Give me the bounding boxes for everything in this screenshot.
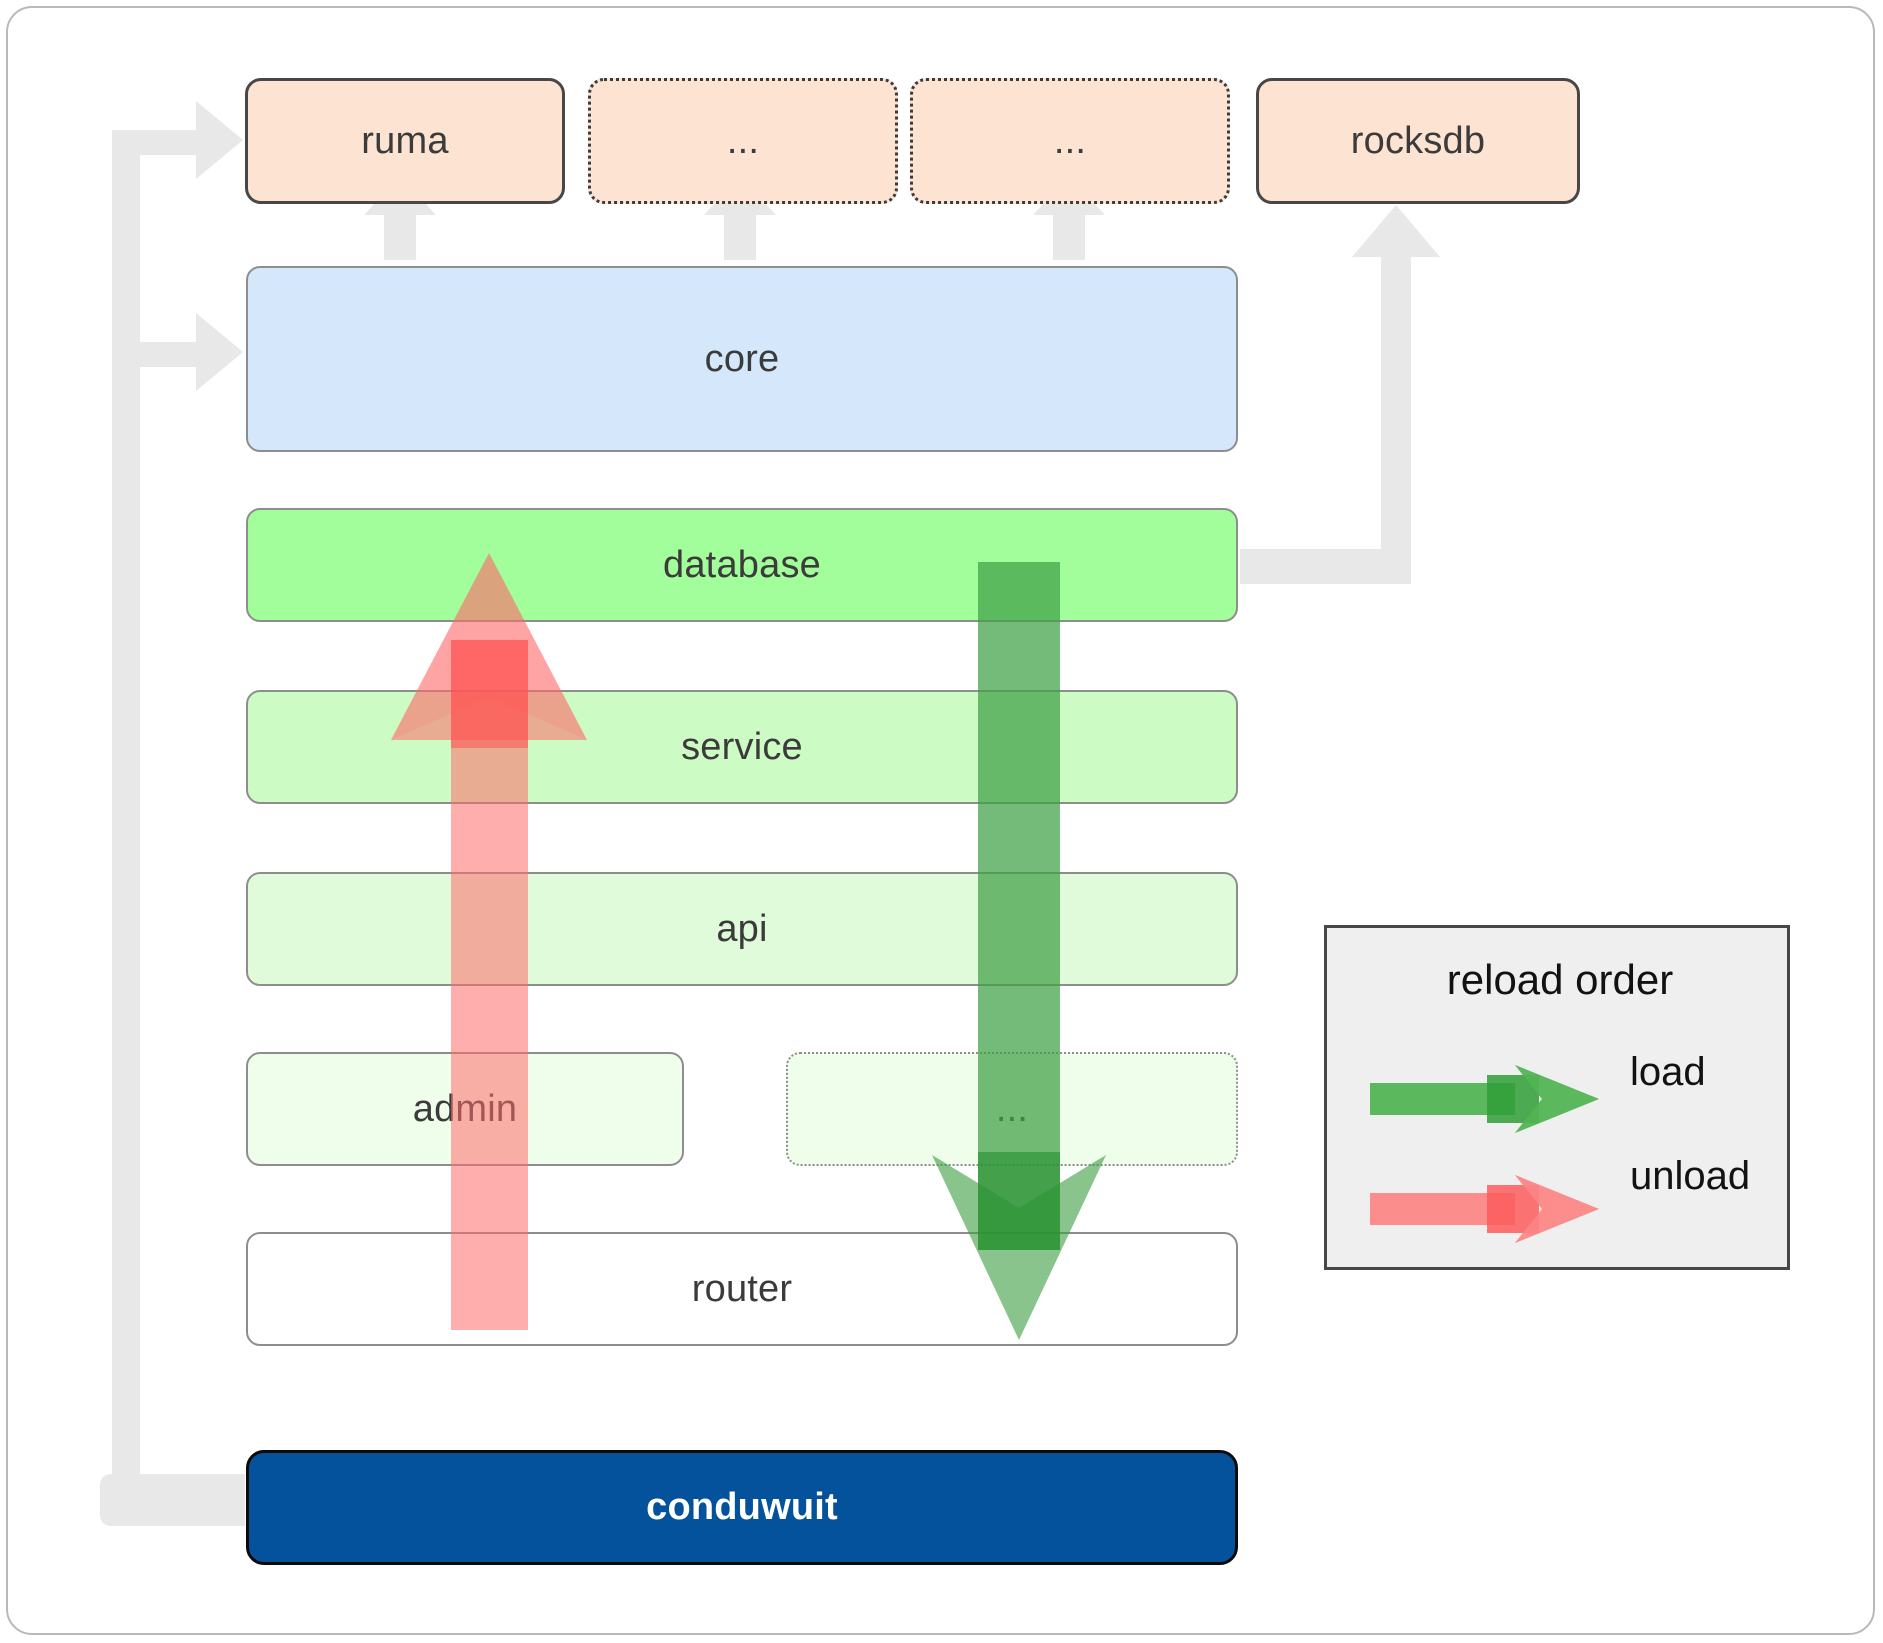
- legend-label-load: load: [1630, 1050, 1706, 1094]
- diagram-frame: [6, 6, 1875, 1635]
- layer-box-database[interactable]: database: [246, 508, 1238, 622]
- layer-label-core: core: [704, 337, 780, 380]
- dependency-label-ruma: ruma: [361, 119, 449, 162]
- dependency-label-ellipsis-1: ...: [726, 119, 760, 162]
- dependency-box-ellipsis-2[interactable]: ...: [910, 78, 1230, 204]
- layer-label-ellipsis: ...: [995, 1087, 1029, 1130]
- layer-box-api[interactable]: api: [246, 872, 1238, 986]
- legend-title: reload order: [1446, 956, 1674, 1003]
- legend-arrow-icons: [1370, 1065, 1599, 1243]
- legend-unload-icon: [1370, 1175, 1599, 1243]
- layer-label-service: service: [681, 725, 803, 768]
- layer-label-database: database: [663, 543, 821, 586]
- dependency-box-rocksdb[interactable]: rocksdb: [1256, 78, 1580, 204]
- layer-box-ellipsis[interactable]: ...: [786, 1052, 1238, 1166]
- layer-box-service[interactable]: service: [246, 690, 1238, 804]
- dependency-box-ruma[interactable]: ruma: [245, 78, 565, 204]
- dependency-box-ellipsis-1[interactable]: ...: [588, 78, 898, 204]
- dependency-label-rocksdb: rocksdb: [1350, 119, 1486, 162]
- layer-box-router[interactable]: router: [246, 1232, 1238, 1346]
- legend-panel: reload order load unload: [1324, 925, 1790, 1270]
- layer-label-admin: admin: [412, 1087, 518, 1130]
- layer-label-router: router: [691, 1267, 793, 1310]
- layer-label-api: api: [716, 907, 768, 950]
- layer-box-core[interactable]: core: [246, 266, 1238, 452]
- layer-box-admin[interactable]: admin: [246, 1052, 684, 1166]
- legend-load-icon: [1370, 1065, 1599, 1133]
- dependency-label-ellipsis-2: ...: [1053, 119, 1087, 162]
- application-label-conduwuit: conduwuit: [646, 1486, 838, 1528]
- legend-label-unload: unload: [1630, 1154, 1751, 1198]
- application-box-conduwuit[interactable]: conduwuit: [246, 1450, 1238, 1565]
